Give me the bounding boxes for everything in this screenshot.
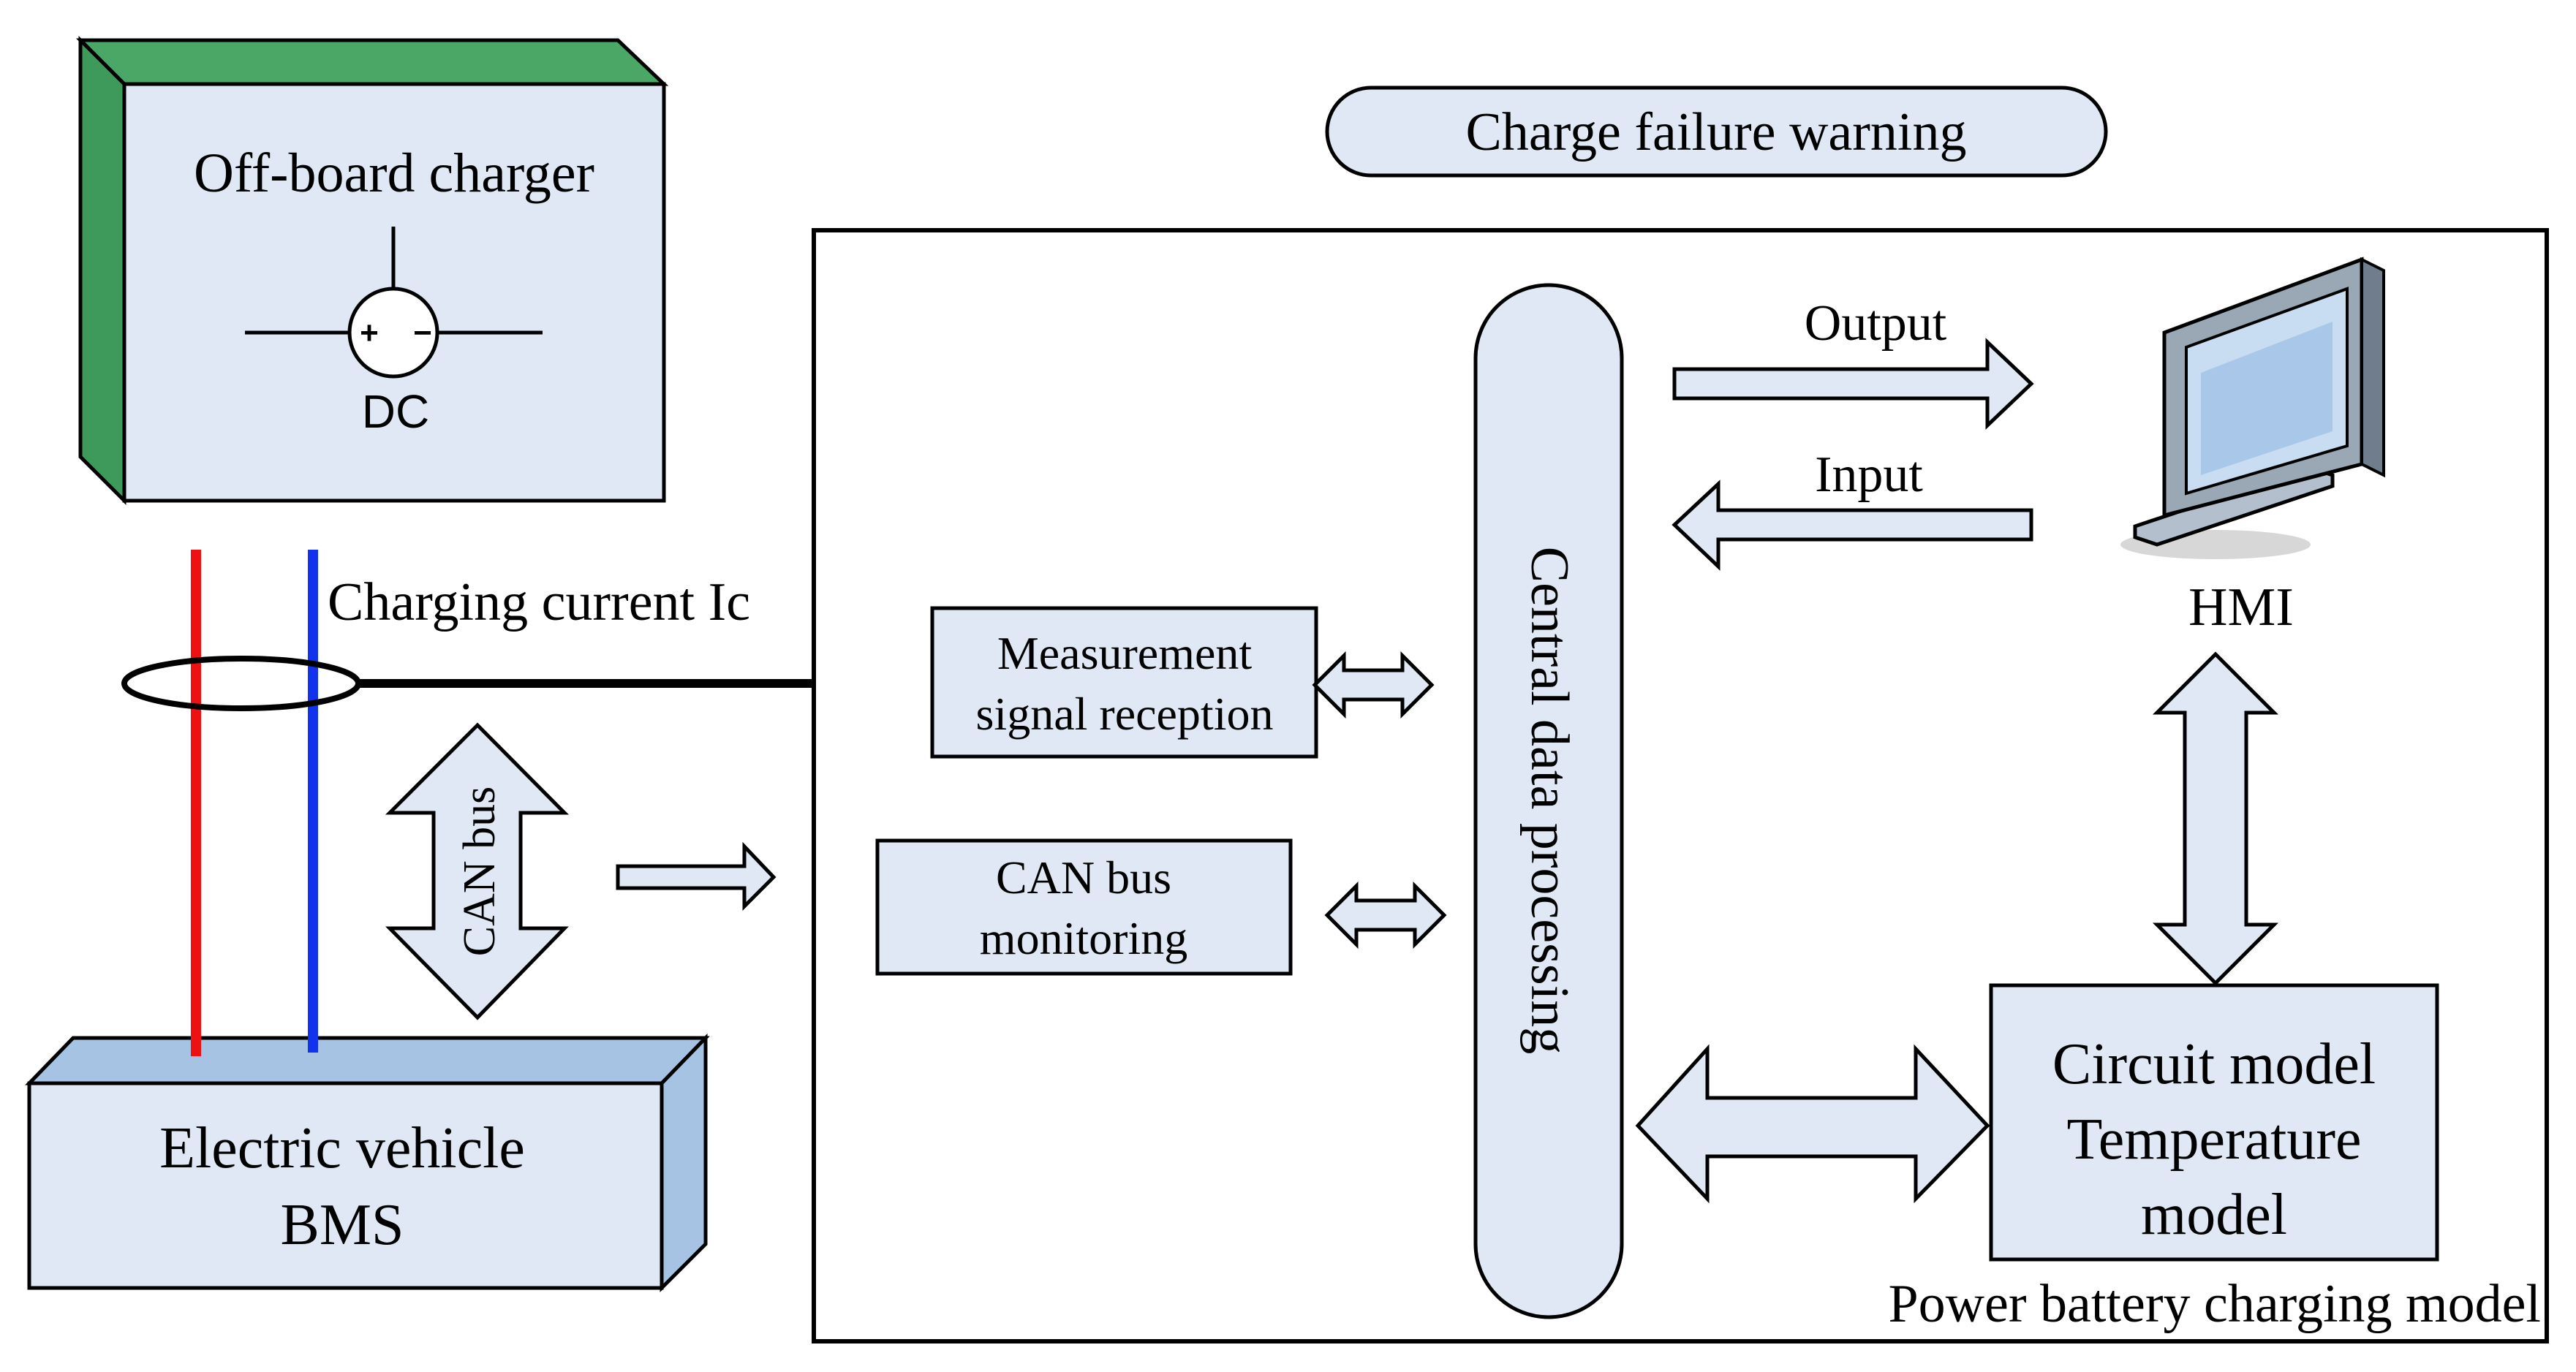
vehicle-front-face <box>27 1081 664 1290</box>
input-label: Input <box>1815 447 1923 503</box>
can-bus-arrow-label: CAN bus <box>455 787 505 957</box>
can-bus-double-arrow <box>385 722 569 1020</box>
off-board-charger: Off-board charger + − DC <box>75 35 669 506</box>
vehicle-label-line2: BMS <box>281 1193 404 1257</box>
system-caption: Power battery charging model <box>1888 1274 2541 1334</box>
dc-plus-sign: + <box>360 315 379 351</box>
electric-vehicle-bms: Electric vehicle BMS <box>25 1033 710 1293</box>
central-processing-column <box>1473 283 1624 1319</box>
temperature-model-label-line2: model <box>2141 1183 2287 1247</box>
hmi-monitor-icon <box>2120 257 2385 559</box>
measurement-box <box>930 606 1318 759</box>
dc-source-icon <box>245 227 543 379</box>
bms-to-system-arrow <box>616 841 777 911</box>
measurement-data-double-arrow <box>1312 651 1435 719</box>
dc-label: DC <box>362 385 429 438</box>
hmi-model-double-arrow <box>2152 651 2279 986</box>
circuit-model-label: Circuit model <box>2052 1032 2376 1096</box>
central-processing-label: Central data processing <box>1519 547 1579 1055</box>
charger-top-face <box>75 38 669 86</box>
can-monitoring-label-line1: CAN bus <box>996 852 1171 903</box>
can-data-double-arrow <box>1324 881 1447 950</box>
hmi-label: HMI <box>2188 577 2294 637</box>
charging-current-label: Charging current Ic <box>328 572 750 632</box>
vehicle-label-line1: Electric vehicle <box>159 1116 525 1180</box>
measurement-label-line1: Measurement <box>997 627 1253 679</box>
measurement-label-line2: signal reception <box>976 688 1274 740</box>
input-arrow <box>1672 480 2033 571</box>
dc-minus-sign: − <box>413 315 432 351</box>
output-label: Output <box>1805 295 1947 352</box>
charger-label: Off-board charger <box>194 143 594 204</box>
charging-model-box <box>1989 983 2439 1262</box>
central-model-double-arrow <box>1635 1044 1990 1204</box>
charge-failure-warning-label: Charge failure warning <box>1466 102 1967 162</box>
vehicle-side-face <box>660 1033 708 1293</box>
temperature-model-label-line1: Temperature <box>2066 1107 2361 1172</box>
vehicle-top-face <box>25 1036 710 1085</box>
current-sensor-loop <box>121 656 361 711</box>
charge-failure-warning-box <box>1325 86 2108 178</box>
can-monitoring-box <box>875 838 1293 976</box>
charger-side-face <box>78 35 126 506</box>
output-arrow <box>1672 338 2034 430</box>
can-monitoring-label-line2: monitoring <box>980 912 1187 964</box>
